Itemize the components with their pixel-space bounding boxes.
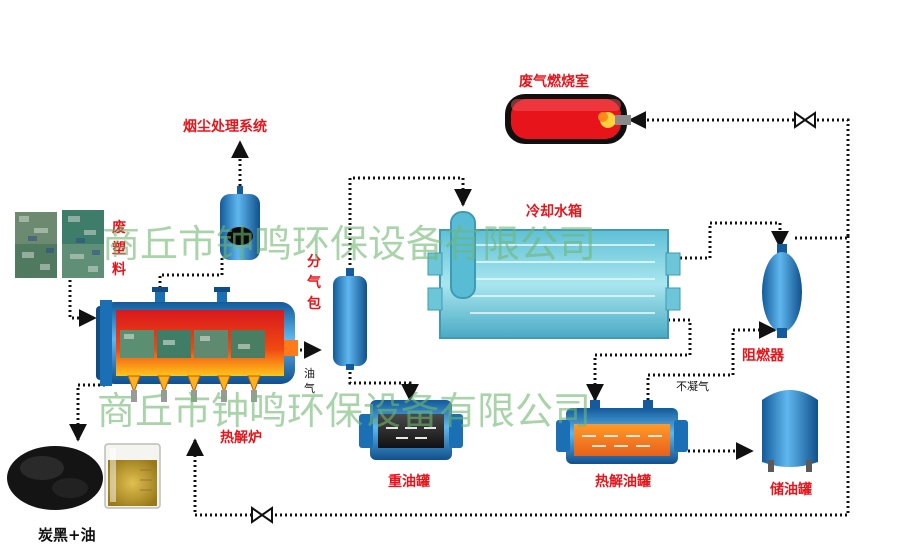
- label-oil-gas-2: 气: [304, 381, 315, 395]
- storage-oil-tank: [762, 390, 818, 472]
- label-dust-system: 烟尘处理系统: [183, 118, 267, 135]
- pipe-noncondensable: [646, 321, 777, 400]
- label-separator-3: 包: [307, 295, 321, 312]
- label-reactor: 热解炉: [220, 429, 262, 446]
- pipes: [68, 111, 850, 517]
- pipe-gas-return: [628, 111, 850, 236]
- label-separator-2: 气: [306, 274, 321, 291]
- pipe-sep-heavy: [348, 367, 419, 402]
- pipe-reactor-products: [69, 383, 105, 442]
- label-products: 炭黑+油: [38, 526, 96, 544]
- label-storage-tank: 储油罐: [769, 481, 812, 498]
- pipe-bottom-loop: [186, 236, 850, 517]
- watermark-lower: 商丘市钟鸣环保设备有限公司: [97, 389, 591, 433]
- label-oil-gas-1: 油: [304, 366, 315, 380]
- waste-plastic-bales: [15, 210, 104, 278]
- dust-system: [220, 186, 260, 260]
- exhaust-chamber: [505, 94, 631, 144]
- products-image: [7, 443, 161, 510]
- label-noncondensable-gas: 不凝气: [676, 379, 709, 393]
- label-pyro-oil-tank: 热解油罐: [595, 473, 651, 490]
- label-exhaust-chamber: 废气燃烧室: [519, 73, 589, 90]
- pyrolysis-reactor: [96, 287, 298, 402]
- valve-top: [794, 111, 816, 129]
- pipe-plastic-in: [68, 280, 97, 327]
- cooling-water-box: [427, 211, 681, 339]
- label-flame-arrester: 阻燃器: [742, 347, 785, 364]
- label-waste-plastic-1: 废: [112, 219, 126, 236]
- flame-arrester: [762, 244, 802, 338]
- watermark-upper: 商丘市钟鸣环保设备有限公司: [102, 222, 596, 266]
- valve-bottom: [251, 506, 273, 524]
- label-separator-1: 分: [307, 254, 321, 270]
- heavy-oil-tank: [359, 400, 463, 460]
- label-cooling-box: 冷却水箱: [526, 203, 582, 220]
- pipe-cooler-arrester: [680, 221, 789, 260]
- label-heavy-oil-tank: 重油罐: [388, 473, 430, 490]
- gas-separator: [333, 268, 367, 370]
- pipe-cooler-pyro: [586, 318, 692, 402]
- label-waste-plastic-2: 塑: [112, 240, 126, 257]
- pyrolysis-oil-tank: [556, 400, 688, 464]
- label-waste-plastic-3: 料: [112, 261, 126, 278]
